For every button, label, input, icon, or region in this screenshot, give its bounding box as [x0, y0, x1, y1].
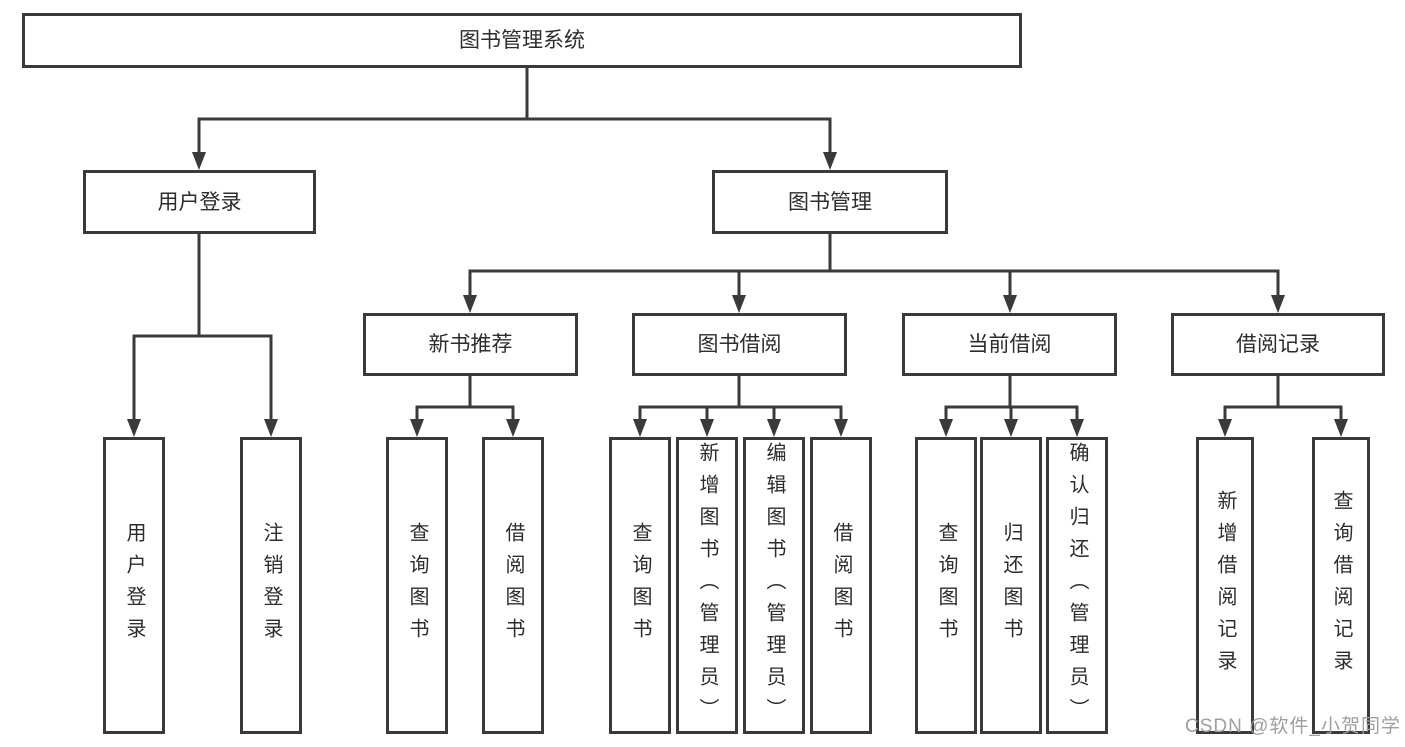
- node-user-login-label: 用户登录: [157, 190, 242, 214]
- leaf-borrow-edit-admin: 编辑图书（管理员）: [743, 437, 805, 734]
- connector-current-fork: [944, 374, 1079, 425]
- leaf-record-add: 新增借阅记录: [1196, 437, 1254, 734]
- node-user-login: 用户登录: [83, 170, 316, 234]
- node-current-borrow: 当前借阅: [902, 313, 1117, 376]
- node-book-management: 图书管理: [712, 170, 948, 234]
- node-book-borrow-label: 图书借阅: [697, 333, 782, 356]
- node-book-borrow: 图书借阅: [632, 313, 847, 376]
- leaf-logout-label: 注销登录: [260, 521, 282, 650]
- connector-record-fork: [1223, 374, 1343, 425]
- leaf-borrow-add-admin-label: 新增图书（管理员）: [696, 441, 718, 730]
- connector-borrow-fork: [638, 374, 843, 425]
- connector-mgmt-fork: [468, 232, 1280, 301]
- leaf-borrow-edit-admin-label: 编辑图书（管理员）: [763, 441, 785, 730]
- node-book-management-label: 图书管理: [788, 190, 872, 214]
- leaf-current-query-label: 查询图书: [935, 521, 957, 650]
- leaf-user-login: 用户登录: [103, 437, 165, 734]
- node-new-book-recommend-label: 新书推荐: [428, 333, 513, 356]
- node-root-system: 图书管理系统: [22, 13, 1022, 68]
- connector-root-fork: [197, 65, 832, 158]
- leaf-current-confirm-admin-label: 确认归还（管理员）: [1066, 441, 1088, 730]
- node-borrow-record-label: 借阅记录: [1236, 333, 1320, 356]
- leaf-record-query-label: 查询借阅记录: [1330, 489, 1352, 682]
- node-root-label: 图书管理系统: [459, 29, 585, 52]
- leaf-current-confirm-admin: 确认归还（管理员）: [1046, 437, 1108, 734]
- leaf-record-add-label: 新增借阅记录: [1214, 489, 1236, 682]
- leaf-newbook-borrow-label: 借阅图书: [502, 521, 524, 650]
- leaf-borrow-add-admin: 新增图书（管理员）: [676, 437, 738, 734]
- leaf-borrow-book: 借阅图书: [810, 437, 872, 734]
- leaf-current-return: 归还图书: [980, 437, 1042, 734]
- csdn-watermark: CSDN @软件_小贺同学: [1185, 716, 1401, 737]
- leaf-record-query: 查询借阅记录: [1312, 437, 1370, 734]
- leaf-current-query: 查询图书: [915, 437, 977, 734]
- node-current-borrow-label: 当前借阅: [967, 333, 1052, 356]
- leaf-borrow-query: 查询图书: [609, 437, 671, 734]
- leaf-borrow-query-label: 查询图书: [629, 521, 651, 650]
- leaf-current-return-label: 归还图书: [1000, 521, 1022, 650]
- connector-newbook-fork: [415, 374, 515, 425]
- leaf-newbook-query-label: 查询图书: [406, 521, 428, 650]
- leaf-newbook-query: 查询图书: [386, 437, 448, 734]
- connector-login-fork: [132, 232, 273, 425]
- leaf-newbook-borrow: 借阅图书: [482, 437, 544, 734]
- leaf-borrow-book-label: 借阅图书: [830, 521, 852, 650]
- leaf-user-login-label: 用户登录: [123, 521, 145, 650]
- arrowheads: [127, 152, 1348, 437]
- node-borrow-record: 借阅记录: [1171, 313, 1385, 376]
- leaf-logout: 注销登录: [240, 437, 302, 734]
- node-new-book-recommend: 新书推荐: [363, 313, 578, 376]
